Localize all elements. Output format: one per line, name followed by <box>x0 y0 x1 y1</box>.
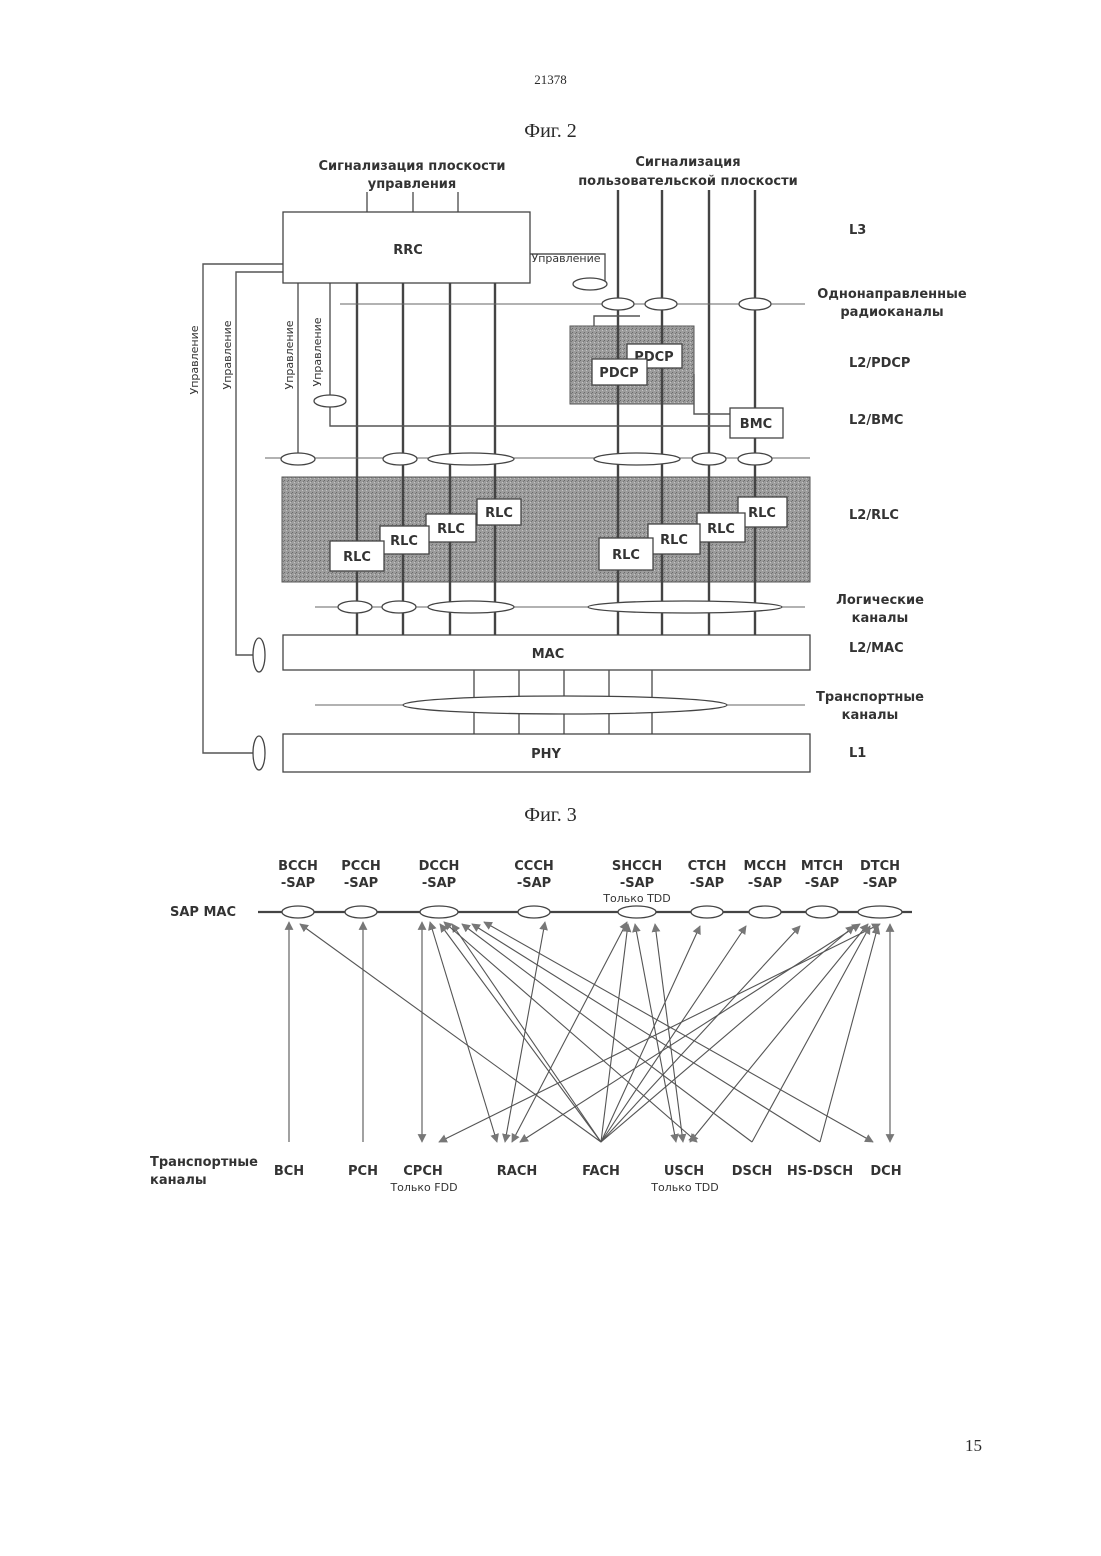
sap-mac-label: SAP MAC <box>170 905 236 920</box>
sap-oval-dtch <box>858 906 902 918</box>
sap-label-mcch: MCCH <box>744 859 787 874</box>
bmc-label: BMC <box>740 417 772 432</box>
sap-label-shcch: SHCCH <box>612 859 662 874</box>
sap-suffix-mcch: -SAP <box>748 876 782 891</box>
layer-l2-pdcp-label: L2/PDCP <box>849 356 910 371</box>
transport-channel-dch: DCH <box>870 1164 901 1179</box>
sap-suffix-shcch: -SAP <box>620 876 654 891</box>
transport-channel-cpch: CPCH <box>403 1164 443 1179</box>
rlc-label-right-2: RLC <box>660 533 688 548</box>
logical-channels-label-line2: каналы <box>852 611 909 626</box>
transport-channels-label-line2: каналы <box>842 708 899 723</box>
transport-channel-hs-dsch: HS-DSCH <box>787 1164 853 1179</box>
channel-mapping-arrow-13 <box>601 926 700 1142</box>
sap-oval-mtch <box>806 906 838 918</box>
sap-oval-ccch <box>518 906 550 918</box>
transport-channel-pch: PCH <box>348 1164 378 1179</box>
channel-mapping-arrow-17 <box>635 924 676 1142</box>
channel-mapping-arrow-14 <box>601 926 746 1142</box>
transport-channel-fach: FACH <box>582 1164 620 1179</box>
radio-bearers-label-line1: Однонаправленные <box>817 287 967 302</box>
layer-l2-rlc-label: L2/RLC <box>849 508 899 523</box>
sap-label-bcch: BCCH <box>278 859 318 874</box>
sap-label-ccch: CCCH <box>514 859 554 874</box>
sap-oval-dcch <box>420 906 458 918</box>
layer-l3-label: L3 <box>849 223 866 238</box>
rlc-label-left-3: RLC <box>437 522 465 537</box>
channel-mapping-arrow-7 <box>505 922 545 1142</box>
phy-label: PHY <box>531 747 561 762</box>
rlc-label-left-2: RLC <box>390 534 418 549</box>
transport-label-line2: каналы <box>150 1173 207 1188</box>
control-plane-signaling-label-line2: управления <box>368 177 457 192</box>
transport-note-usch: Только TDD <box>650 1181 719 1194</box>
radio-bearers-label-line2: радиоканалы <box>840 305 943 320</box>
channel-mapping-arrow-3 <box>300 924 601 1142</box>
rrc-label: RRC <box>393 243 423 258</box>
control-label-vertical-4: Управление <box>311 317 324 386</box>
sap-suffix-ctch: -SAP <box>690 876 724 891</box>
figure-2: Сигнализация плоскости управления Сигнал… <box>188 155 967 772</box>
transport-channels-label-line1: Транспортные <box>816 690 924 705</box>
layer-l2-mac-label: L2/MAC <box>849 641 904 656</box>
user-plane-signaling-label-line2: пользовательской плоскости <box>578 174 798 189</box>
layer-l2-bmc-label: L2/BMC <box>849 413 903 428</box>
rlc-label-right-4: RLC <box>748 506 776 521</box>
channel-mapping-arrow-11 <box>452 924 601 1142</box>
sap-note-shcch: Только TDD <box>602 892 671 905</box>
pdcp-label-front: PDCP <box>599 366 638 381</box>
channel-mapping-arrow-19 <box>690 924 868 1142</box>
sap-label-ctch: CTCH <box>688 859 727 874</box>
sap-suffix-mtch: -SAP <box>805 876 839 891</box>
user-plane-signaling-label-line1: Сигнализация <box>635 155 740 170</box>
sap-label-mtch: MTCH <box>801 859 843 874</box>
control-label-vertical-2: Управление <box>221 320 234 389</box>
control-plane-signaling-label-line1: Сигнализация плоскости <box>318 159 505 174</box>
sap-oval-bcch <box>282 906 314 918</box>
transport-channel-usch: USCH <box>664 1164 704 1179</box>
rlc-label-left-4: RLC <box>485 506 513 521</box>
sap-label-pcch: PCCH <box>341 859 381 874</box>
sap-oval-pcch <box>345 906 377 918</box>
control-label-vertical-3: Управление <box>283 320 296 389</box>
transport-label-line1: Транспортные <box>150 1155 258 1170</box>
figure-3: SAP MAC BCCH -SAP PCCH -SAP DCCH -SAP CCCH -SAP… <box>150 859 912 1194</box>
sap-oval-mcch <box>749 906 781 918</box>
control-label-vertical-1: Управление <box>188 325 201 394</box>
layer-l1-label: L1 <box>849 746 866 761</box>
transport-note-cpch: Только FDD <box>389 1181 457 1194</box>
sap-label-dcch: DCCH <box>419 859 460 874</box>
sap-label-dtch: DTCH <box>860 859 900 874</box>
sap-suffix-ccch: -SAP <box>517 876 551 891</box>
rlc-label-right-3: RLC <box>707 522 735 537</box>
transport-channel-rach: RACH <box>497 1164 538 1179</box>
sap-oval-shcch <box>618 906 656 918</box>
sap-suffix-dcch: -SAP <box>422 876 456 891</box>
rlc-label-left-1: RLC <box>343 550 371 565</box>
sap-suffix-bcch: -SAP <box>281 876 315 891</box>
transport-channel-dsch: DSCH <box>732 1164 773 1179</box>
sap-suffix-dtch: -SAP <box>863 876 897 891</box>
channel-mapping-arrow-12 <box>601 924 628 1142</box>
transport-channel-bch: BCH <box>274 1164 304 1179</box>
rlc-label-right-1: RLC <box>612 548 640 563</box>
channel-mapping-arrow-24 <box>820 926 878 1142</box>
channel-mapping-arrow-23 <box>472 924 820 1142</box>
mac-label: MAC <box>532 647 565 662</box>
sap-oval-ctch <box>691 906 723 918</box>
control-label-rrc-right: Управление <box>531 252 600 265</box>
logical-channels-label-line1: Логические <box>836 593 924 608</box>
channel-mapping-arrow-8 <box>512 922 627 1142</box>
sap-suffix-pcch: -SAP <box>344 876 378 891</box>
